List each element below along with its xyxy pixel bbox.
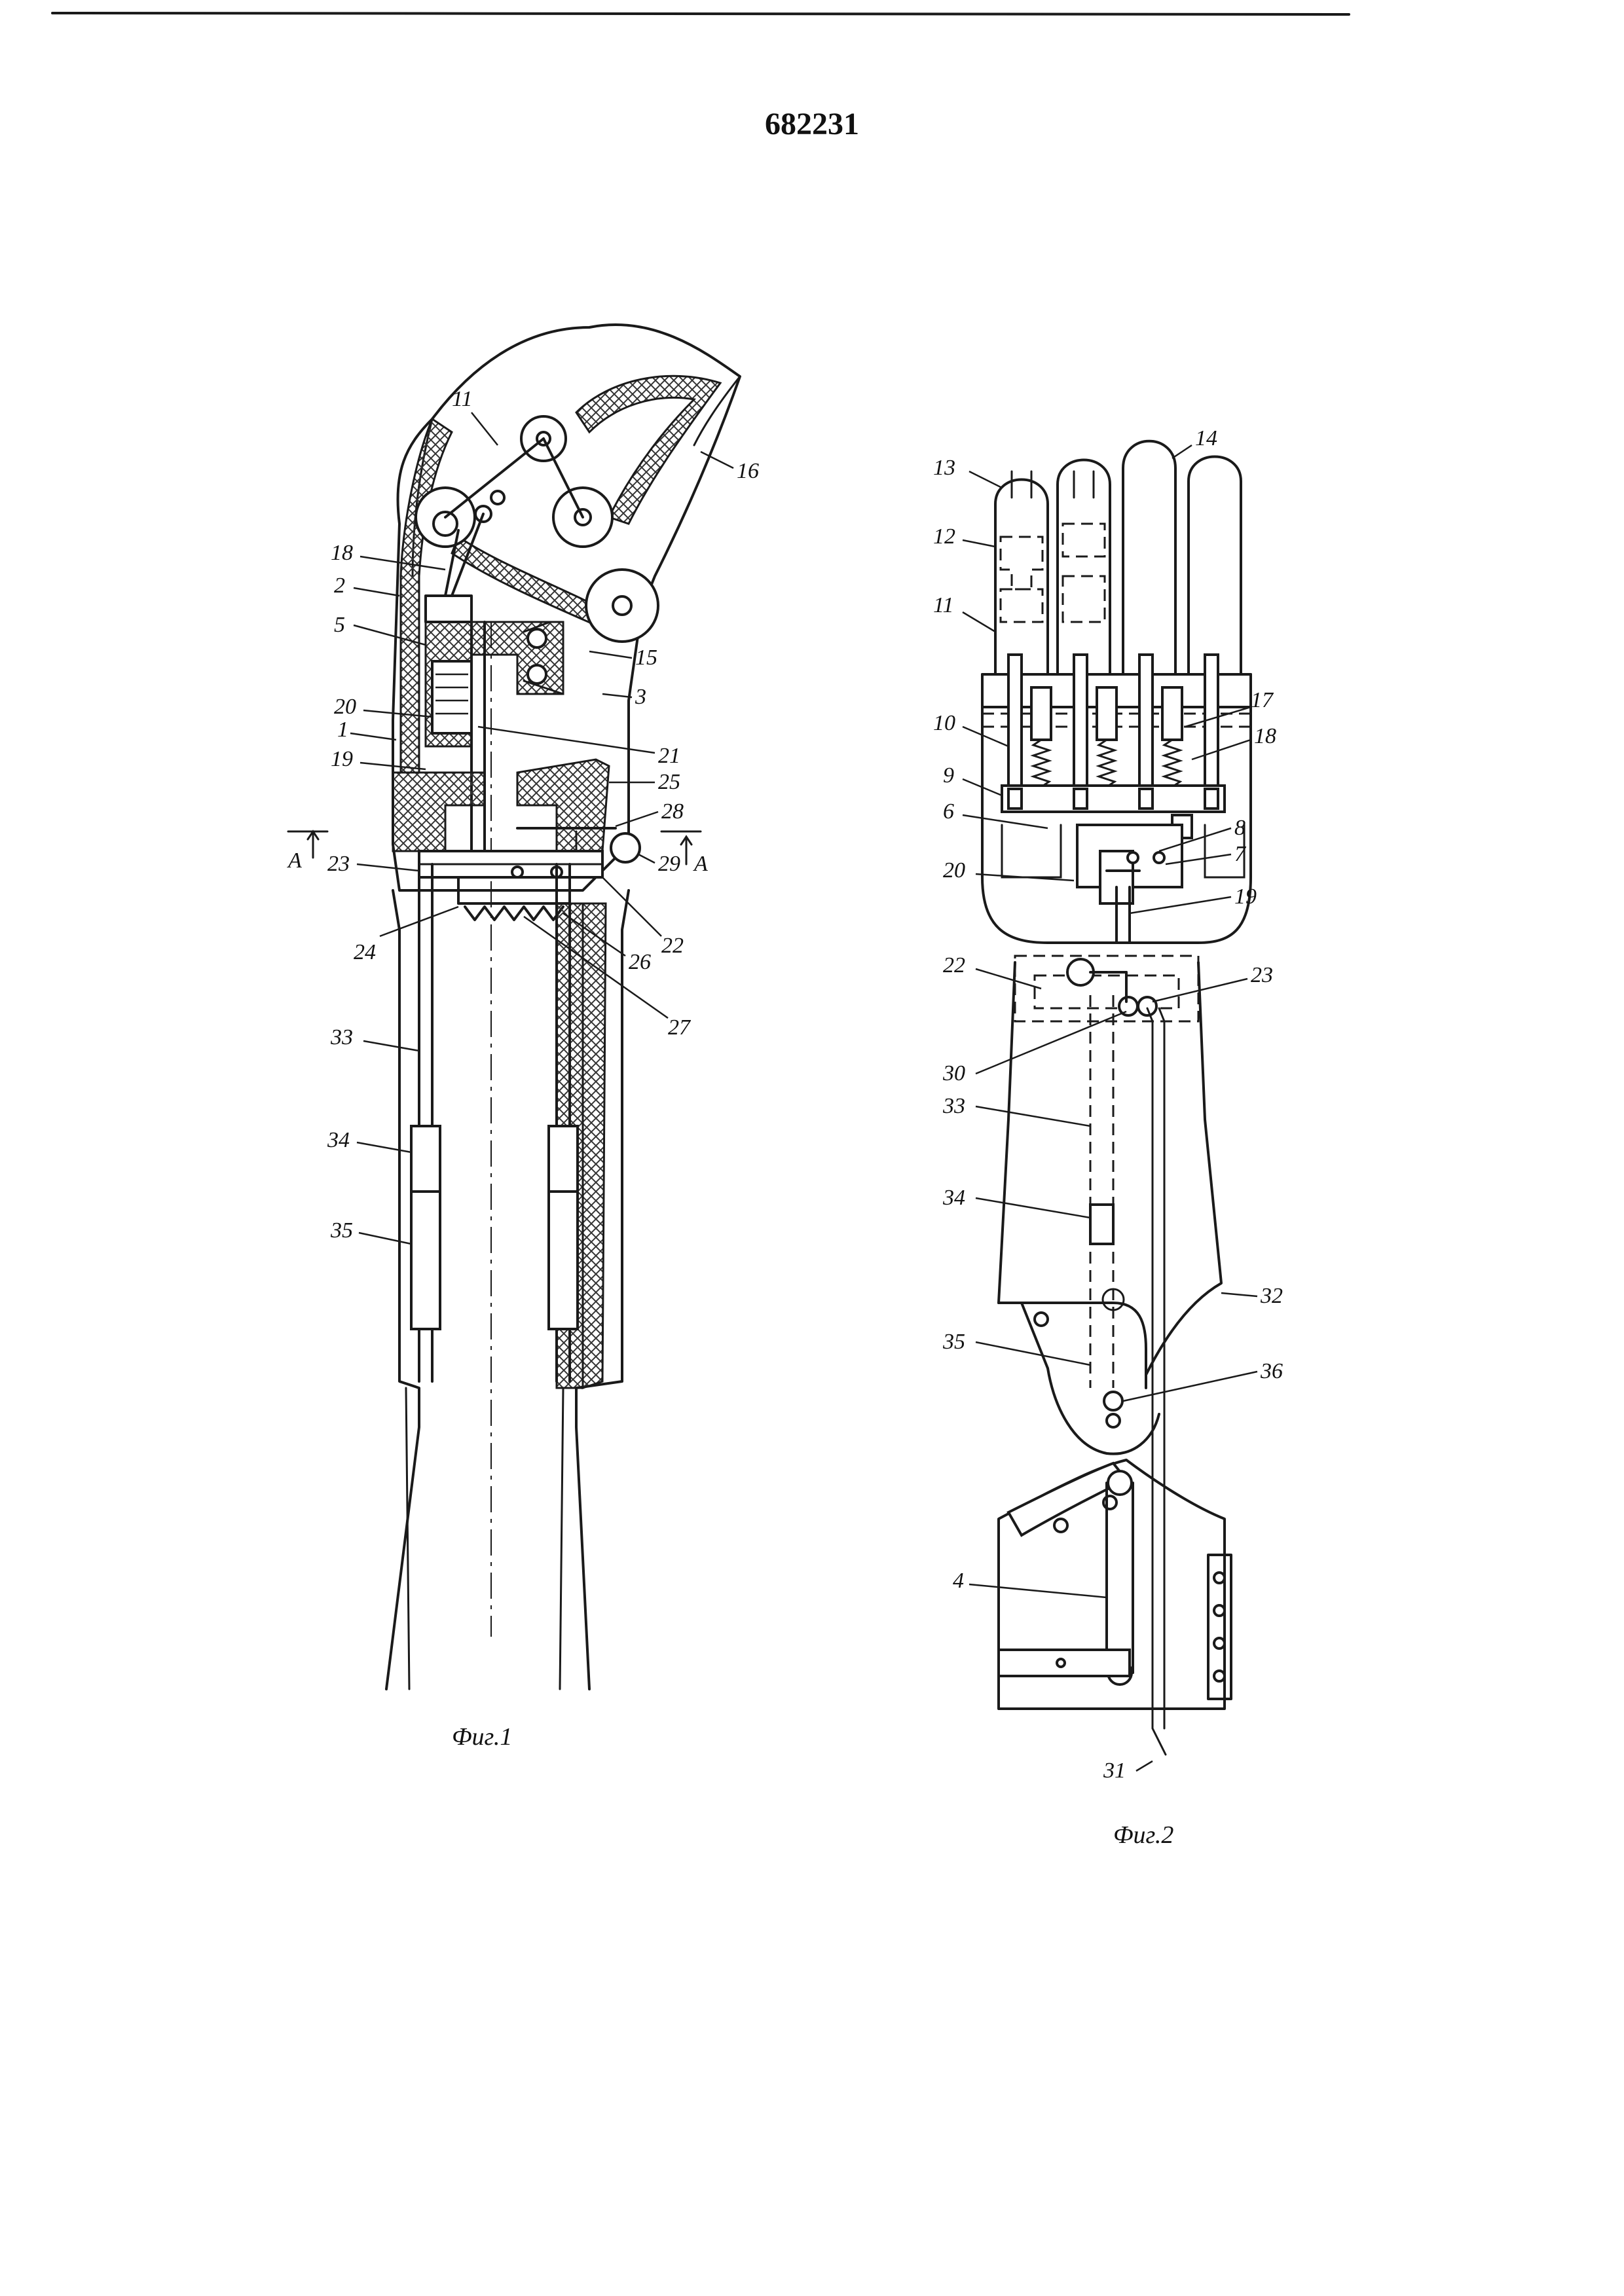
fig2-label-31: 31: [1103, 1758, 1126, 1783]
figure-1-labels: 11 16 18 2 5 15 3 20 21 1 19 25 28 A 29 …: [287, 387, 759, 1751]
patent-number: 682231: [765, 107, 859, 141]
fig1-label-23: 23: [327, 852, 350, 876]
fig1-label-22: 22: [661, 934, 684, 958]
fig1-label-34: 34: [327, 1128, 350, 1152]
fig1-label-27: 27: [668, 1015, 692, 1040]
fig2-label-20: 20: [943, 858, 965, 883]
fig2-label-12: 12: [933, 524, 955, 549]
fig2-label-6: 6: [943, 799, 954, 824]
fig2-label-34: 34: [942, 1186, 965, 1210]
fig1-section-mark-a-left: A: [287, 848, 302, 873]
figure-2-caption: Фиг.2: [1113, 1821, 1173, 1849]
fig1-label-20: 20: [334, 695, 356, 719]
fig2-label-22: 22: [943, 953, 965, 977]
fig1-label-28: 28: [661, 799, 684, 824]
fig1-label-19: 19: [331, 747, 353, 771]
fig2-label-35: 35: [942, 1330, 965, 1354]
fig2-label-36: 36: [1260, 1359, 1283, 1383]
fig1-label-25: 25: [658, 770, 680, 794]
fig2-label-7: 7: [1234, 842, 1247, 866]
fig2-label-19: 19: [1234, 884, 1257, 909]
fig2-label-9: 9: [943, 763, 954, 788]
fig2-label-13: 13: [933, 456, 955, 480]
top-border-line: [51, 12, 1350, 16]
fig1-label-1: 1: [337, 718, 348, 742]
figure-1-caption: Фиг.1: [452, 1723, 512, 1751]
fig1-label-24: 24: [354, 940, 376, 964]
fig2-label-33: 33: [942, 1094, 965, 1118]
fig2-label-17: 17: [1251, 688, 1274, 712]
fig2-label-30: 30: [942, 1061, 965, 1085]
fig2-label-14: 14: [1195, 426, 1217, 450]
fig2-label-10: 10: [933, 711, 955, 735]
fig1-label-15: 15: [635, 646, 657, 670]
fig1-label-33: 33: [330, 1025, 353, 1049]
figure-1-drawing: [287, 323, 741, 1690]
fig1-label-3: 3: [635, 685, 646, 709]
fig1-section-mark-a-right: A: [693, 852, 708, 876]
fig2-label-11: 11: [933, 593, 953, 617]
fig2-label-23: 23: [1251, 963, 1273, 987]
fig1-label-16: 16: [737, 459, 759, 483]
fig2-label-32: 32: [1260, 1284, 1283, 1308]
fig1-label-18: 18: [331, 541, 353, 565]
fig1-label-21: 21: [658, 744, 680, 768]
fig1-label-2: 2: [334, 574, 345, 598]
fig1-label-35: 35: [330, 1218, 353, 1243]
fig1-label-26: 26: [629, 950, 651, 974]
fig1-label-11: 11: [452, 387, 472, 411]
fig2-label-8: 8: [1234, 816, 1246, 840]
figure-2-drawing: [981, 439, 1252, 1756]
fig1-label-29: 29: [658, 852, 680, 876]
fig2-label-4: 4: [953, 1569, 964, 1593]
figure-2-labels: 13 14 12 11 17 10 18 9 6 8 7 20 19 22 23…: [933, 426, 1283, 1849]
fig2-label-18: 18: [1254, 724, 1276, 748]
fig1-label-5: 5: [334, 613, 345, 637]
